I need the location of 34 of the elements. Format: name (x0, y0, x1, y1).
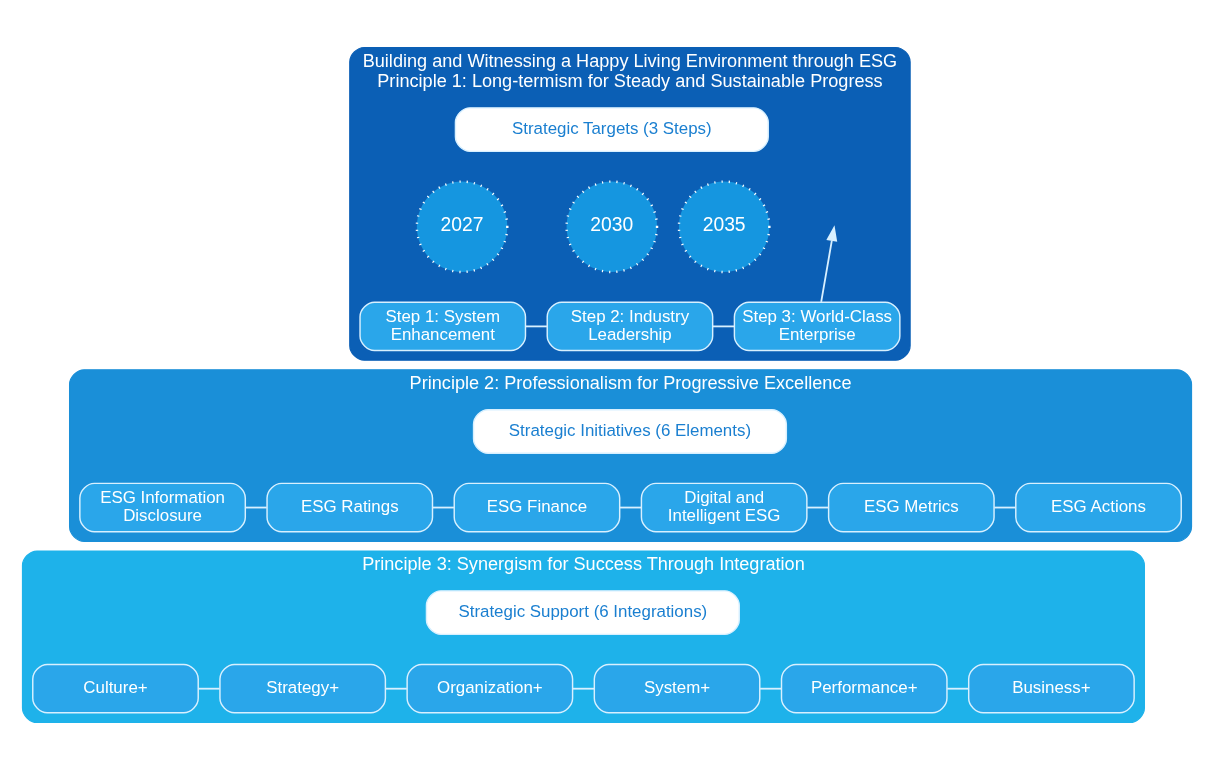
node-box: Culture+ (32, 663, 199, 714)
node-circle: 2030 (565, 180, 659, 274)
node-box: Performance+ (780, 663, 948, 714)
node-box: Strategic Support (6 Integrations) (425, 590, 740, 636)
connector (571, 687, 595, 690)
node-box: Strategic Initiatives (6 Elements) (472, 409, 788, 454)
connector (244, 506, 268, 509)
node-box: Step 3: World-Class Enterprise (733, 301, 901, 352)
node-box: Organization+ (406, 663, 574, 714)
node-box: ESG Ratings (266, 482, 434, 533)
connector (993, 506, 1017, 509)
node-box: Step 1: System Enhancement (359, 301, 527, 352)
node-box: ESG Information Disclosure (79, 482, 247, 533)
connector (524, 325, 548, 328)
connector (431, 506, 455, 509)
connector (384, 687, 408, 690)
node-circle: 2035 (677, 180, 771, 274)
node-box: ESG Actions (1015, 482, 1182, 533)
node-box: Strategic Targets (3 Steps) (454, 107, 769, 153)
node-circle: 2027 (415, 180, 509, 274)
connector (712, 325, 735, 328)
node-box: ESG Metrics (827, 482, 995, 533)
connector (759, 687, 783, 690)
node-box: Strategy+ (219, 663, 387, 714)
connector (619, 506, 643, 509)
node-box: Digital and Intelligent ESG (640, 482, 808, 533)
connector (806, 506, 830, 509)
node-box: System+ (593, 663, 761, 714)
node-box: ESG Finance (453, 482, 621, 533)
node-box: Step 2: Industry Leadership (546, 301, 714, 352)
connector (946, 687, 970, 690)
node-box: Business+ (967, 663, 1135, 714)
arrow (820, 225, 838, 303)
connector (197, 687, 221, 690)
